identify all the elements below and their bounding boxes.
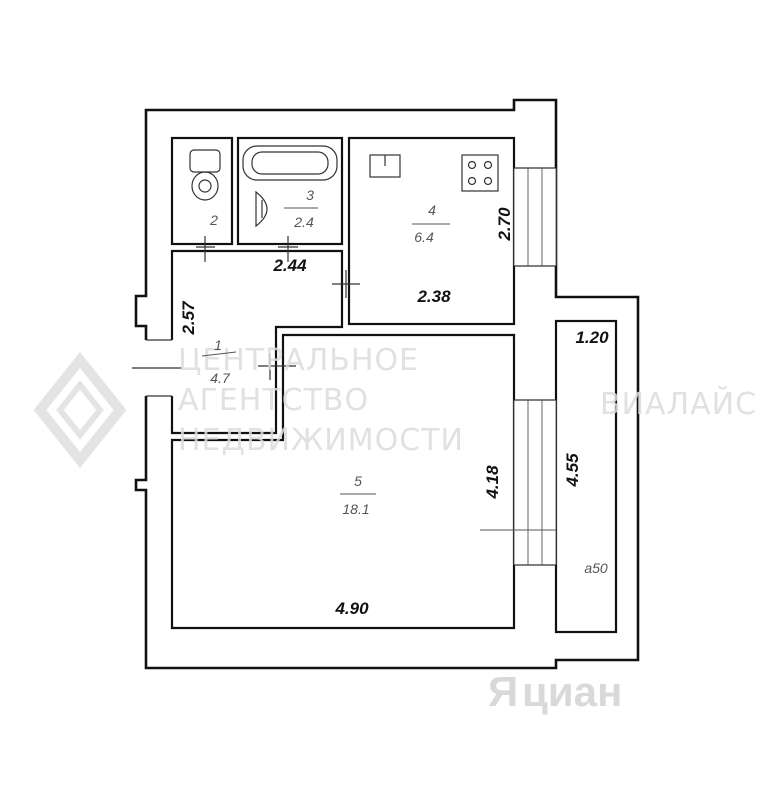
room-3-area: 2.4 bbox=[293, 214, 314, 230]
watermark-right-mark: ВИАЛАЙС bbox=[600, 386, 757, 422]
balcony-area bbox=[554, 319, 618, 634]
entrance-door bbox=[132, 339, 182, 397]
dim-kitchen-width: 2.38 bbox=[416, 287, 451, 306]
living-window bbox=[480, 399, 557, 566]
bathtub-fixture bbox=[242, 145, 338, 181]
dim-corridor-height: 2.57 bbox=[179, 300, 198, 336]
watermark-agency-line3: НЕДВИЖИМОСТИ bbox=[178, 423, 464, 458]
kitchen-sink-fixture bbox=[369, 154, 401, 178]
dim-kitchen-height: 2.70 bbox=[495, 207, 514, 242]
agency-watermark: ЦЕНТРАЛЬНОЕ АГЕНТСТВО НЕДВИЖИМОСТИ ВИАЛА… bbox=[33, 343, 757, 469]
room-4-area: 6.4 bbox=[414, 229, 434, 245]
watermark-agency-line1: ЦЕНТРАЛЬНОЕ bbox=[178, 343, 419, 378]
cian-watermark: Я циан bbox=[488, 668, 622, 715]
room-1-area: 4.7 bbox=[210, 370, 231, 386]
room-4-kitchen bbox=[347, 136, 516, 326]
dim-living-width: 4.90 bbox=[334, 599, 369, 618]
dim-living-height: 4.18 bbox=[483, 465, 502, 500]
balcony-label: a50 bbox=[584, 560, 608, 576]
dim-balcony-height: 4.55 bbox=[563, 453, 582, 488]
room-4-number: 4 bbox=[428, 202, 436, 218]
room-3-bath bbox=[236, 136, 344, 246]
sink-fixture bbox=[255, 190, 268, 228]
dim-corridor-width: 2.44 bbox=[272, 256, 307, 275]
room-3-number: 3 bbox=[306, 187, 314, 203]
door-markers bbox=[196, 236, 360, 380]
watermark-cian-symbol: Я bbox=[488, 668, 518, 715]
watermark-cian: циан bbox=[522, 668, 622, 715]
stove-fixture bbox=[461, 154, 499, 192]
room-5-number: 5 bbox=[354, 473, 362, 489]
room-1-corridor bbox=[170, 249, 344, 435]
room-1-number: 1 bbox=[214, 337, 222, 353]
room-2-number: 2 bbox=[209, 212, 218, 228]
room-5-area: 18.1 bbox=[342, 501, 369, 517]
kitchen-window bbox=[513, 167, 557, 267]
toilet-fixture bbox=[189, 149, 221, 201]
room-5-living bbox=[170, 333, 516, 630]
dim-balcony-width: 1.20 bbox=[575, 328, 609, 347]
watermark-agency-line2: АГЕНТСТВО bbox=[178, 383, 369, 418]
